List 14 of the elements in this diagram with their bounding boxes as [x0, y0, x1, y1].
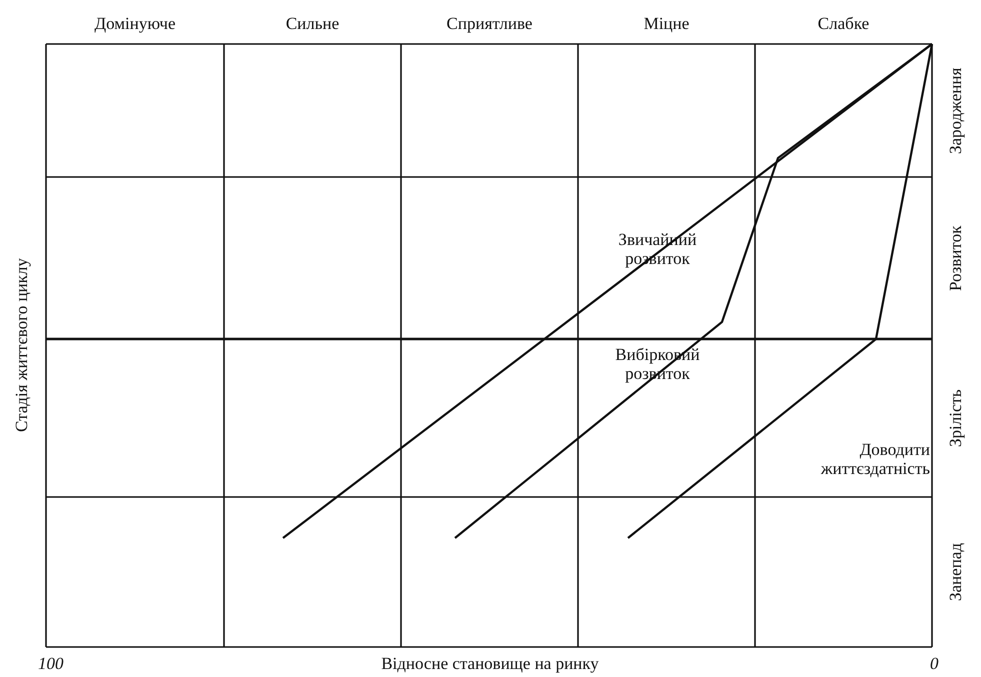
row-header: Занепад	[946, 542, 966, 603]
axis-title: Відносне становище на ринку	[380, 654, 600, 673]
column-header: Сприятливе	[446, 14, 534, 33]
row-header: Зрілість	[946, 388, 966, 449]
column-header: Міцне	[642, 14, 690, 33]
axis-title: Стадія життєвого циклу	[12, 257, 32, 434]
row-header: Розвиток	[946, 224, 966, 293]
path-label: Доводити життєздатність	[820, 440, 930, 478]
column-header: Сильне	[284, 14, 340, 33]
column-header: Домінуюче	[94, 14, 176, 33]
axis-value: 0	[930, 654, 940, 673]
axis-value: 100	[38, 654, 64, 673]
column-header: Слабке	[816, 14, 870, 33]
row-header: Зародження	[946, 66, 966, 156]
